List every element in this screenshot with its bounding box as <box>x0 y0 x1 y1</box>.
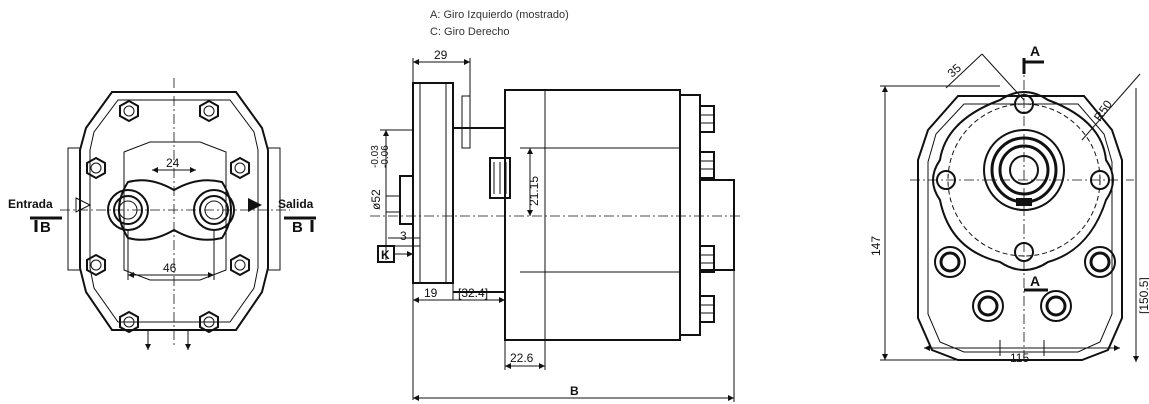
dim-overall-length: B <box>570 384 579 398</box>
datum-label: K <box>381 248 390 262</box>
outlet-port-inner <box>199 195 229 225</box>
mounting-flange <box>412 82 454 284</box>
flange-lobes <box>932 91 1114 271</box>
dim-flange-thickness: 29 <box>434 48 448 62</box>
boss-left-inner <box>939 251 961 273</box>
bolt-hex-icon <box>699 295 715 323</box>
dim-shaft-tolerance-lower: -0.06 <box>380 145 391 168</box>
front-left-strip <box>67 147 81 271</box>
boss-right-outer <box>1084 246 1116 278</box>
dim-shaft-tolerance-upper: -0.03 <box>370 145 381 168</box>
dim-line-35 <box>945 53 983 89</box>
dim-shaft-diameter: ø52 <box>369 189 383 210</box>
bolt-hex-icon <box>86 253 106 277</box>
front-body-inner <box>89 99 259 323</box>
outlet-label: Salida <box>278 197 314 211</box>
drive-shaft <box>399 175 414 225</box>
end-body-inner <box>927 103 1113 353</box>
boss-bottom-right-inner <box>1045 295 1067 317</box>
inlet-arrow-icon <box>75 197 92 213</box>
end-view: A A 35 R50 147 [150.5] 115 <box>869 43 1149 365</box>
boss-bottom-left-outer <box>972 290 1004 322</box>
dim-bolt-spacing: 35 <box>945 61 965 81</box>
bolt-hex-icon <box>119 310 139 334</box>
bolt-hex-icon <box>199 310 219 334</box>
gear-housing-body <box>504 89 681 341</box>
note-left-rotation: A: Giro Izquierdo (mostrado) <box>430 9 569 21</box>
dim-port-offset: 21.15 <box>527 176 541 206</box>
front-bolts <box>86 99 250 334</box>
note-right-rotation: C: Giro Derecho <box>430 26 509 38</box>
bolt-hex-icon <box>199 99 219 123</box>
bolt-hex-icon <box>86 156 106 180</box>
inlet-label: Entrada <box>8 197 53 211</box>
housing-neck <box>453 127 506 293</box>
rear-cap <box>699 179 735 271</box>
section-label-right: B <box>292 219 303 236</box>
inlet-port-bore <box>118 200 138 220</box>
bolt-hex-icon <box>699 151 715 179</box>
bolt-hex-icon <box>699 105 715 133</box>
bolt-hex-icon <box>119 99 139 123</box>
front-right-strip <box>267 147 281 271</box>
bolt-hex-icon <box>699 245 715 273</box>
dim-line-r50 <box>1081 73 1141 141</box>
side-bolts <box>699 105 715 323</box>
section-label-bottom: A <box>1030 273 1040 289</box>
dim-key-depth: 3 <box>400 229 407 243</box>
end-cover <box>679 94 701 336</box>
dim-port-spacing-top: 24 <box>166 156 180 170</box>
side-view: 29 ø52 -0.03 -0.06 21.15 3 K 19 [32.4] <box>369 48 740 402</box>
section-label-top: A <box>1030 43 1040 59</box>
boss-bottom-left-inner <box>977 295 999 317</box>
shaft-key <box>385 195 401 213</box>
port-fitting <box>489 157 511 199</box>
front-view: 24 46 Entrada Salida B B <box>8 78 316 350</box>
dim-overall-width: 115 <box>1010 351 1029 365</box>
dim-radius: R50 <box>1091 97 1115 123</box>
boss-bottom-right-outer <box>1040 290 1072 322</box>
inlet-port-inner <box>113 195 143 225</box>
dim-reference-height: [150.5] <box>1137 277 1149 314</box>
dim-hub-reference: [32.4] <box>458 286 488 300</box>
outlet-arrow-icon <box>248 198 262 212</box>
bolt-hex-icon <box>230 253 250 277</box>
boss-left-outer <box>934 246 966 278</box>
end-body-outline <box>917 95 1123 361</box>
dim-overall-height: 147 <box>869 236 883 256</box>
dim-port-spacing-bottom: 46 <box>163 261 177 275</box>
dim-port-position: 22.6 <box>510 351 534 365</box>
outlet-port-bore <box>204 200 224 220</box>
section-label-left: B <box>40 219 51 236</box>
bolt-hex-icon <box>230 156 250 180</box>
dim-hub-length: 19 <box>424 286 438 300</box>
boss-right-inner <box>1089 251 1111 273</box>
